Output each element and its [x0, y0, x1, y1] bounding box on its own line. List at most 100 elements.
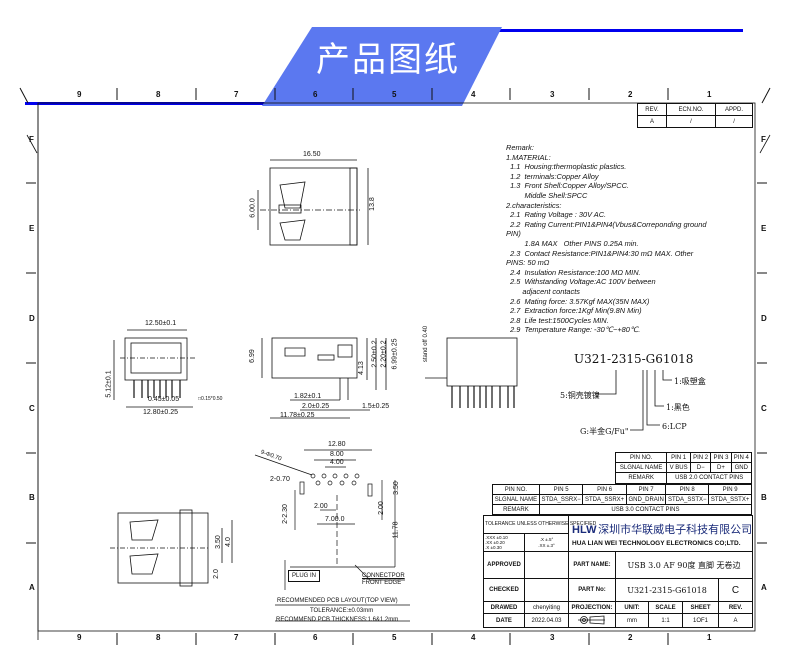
dim-bottom-c: 2.0	[212, 569, 220, 579]
signal-name-label: SLGNAL NAME	[492, 494, 540, 505]
ecn-header: ECN.NO.	[665, 103, 717, 116]
column-label-2: 2	[628, 90, 633, 99]
column-label-9-bottom: 9	[77, 633, 82, 642]
column-label-8-bottom: 8	[156, 633, 161, 642]
drawed-label: DRAWED	[483, 601, 525, 614]
part-no-value: U321-2315-G61018	[615, 578, 720, 602]
column-label-5-bottom: 5	[392, 633, 397, 642]
remark-line: Remark:	[506, 143, 534, 152]
tol-angle: .XX ±.3°	[538, 542, 555, 548]
column-label-1: 1	[707, 90, 712, 99]
column-label-4: 4	[471, 90, 476, 99]
remark-line: 2.9 Temperature Range: -30℃~+80℃.	[506, 325, 641, 335]
remark-line: 2.4 Insulation Resistance:100 MΩ MIN.	[506, 267, 641, 277]
pcb-tolerance: TOLERANCE:±0.03mm	[310, 608, 374, 614]
scale-value: 1:1	[648, 613, 684, 628]
appd-value: /	[715, 115, 753, 128]
dim-front-pitch: 0.45±0.05	[148, 396, 180, 403]
dim-pcb-200: 2.00	[377, 501, 385, 515]
dim-pcb-4: 4.00	[330, 459, 344, 466]
pcb-layout-title: RECOMMENDED PCB LAYOUT(TOP VIEW)	[277, 598, 398, 604]
remark-line: 1.MATERIAL:	[506, 152, 551, 162]
dim-side-g: 1.5±0.25	[362, 403, 390, 410]
dim-side-a: 4.13	[357, 361, 365, 375]
part-no-label: PART No:	[568, 578, 617, 602]
row-label-f-right: F	[761, 135, 766, 144]
dim-front-pin: □0.15*0.50	[198, 396, 223, 402]
part-code-note-shell: 5:铜壳镀镍	[560, 391, 600, 400]
remark-line: adjacent contacts	[506, 286, 580, 296]
dim-top-pitch: 6.00.0	[249, 198, 257, 218]
signal-cell: STDA_SSTX−	[665, 494, 710, 505]
row-label-d-right: D	[761, 314, 767, 323]
remark-line: PINS: 50 mΩ	[506, 258, 550, 268]
unit-value: mm	[615, 613, 650, 628]
dim-side-b: 2.50±0.2	[371, 340, 379, 368]
part-name-label: PART NAME:	[568, 551, 617, 579]
row-label-a-right: A	[761, 583, 767, 592]
company-name-en: HUA LIAN WEI TECHNOLOGY ELECTRONICS CO;L…	[572, 539, 741, 547]
pin-cell: PIN 1	[666, 452, 691, 463]
dim-front-bottom: 12.80±0.25	[143, 409, 178, 416]
signal-cell: STDA_SSRX−	[538, 494, 584, 505]
part-code-note-package: 1:吸塑盒	[674, 377, 706, 386]
dim-pcb-slot: 2-0.70	[270, 476, 290, 483]
row-label-c-right: C	[761, 404, 767, 413]
appd-header: APPD.	[715, 103, 753, 116]
remark-line: 1.3 Front Shell:Copper Alloy/SPCC.	[506, 181, 629, 191]
signal-cell: GND	[730, 462, 753, 473]
pin-no-label: PIN NO.	[614, 452, 668, 463]
approved-label: APPROVED	[483, 551, 525, 579]
row-label-f: F	[29, 135, 34, 144]
remark-line: PIN)	[506, 229, 521, 239]
row-label-b: B	[29, 493, 35, 502]
pin-cell: PIN 4	[730, 452, 753, 463]
signal-cell: STDA_SSTX+	[708, 494, 752, 505]
dim-pcb-2: 2.00	[314, 503, 328, 510]
remark-line: 2.7 Extraction force:1Kgf Min(9.8N Min)	[506, 306, 642, 316]
pin-cell: PIN 9	[708, 484, 752, 495]
dim-side-h: 11.78±0.25	[280, 412, 315, 419]
column-label-6: 6	[313, 90, 318, 99]
dim-front-width: 12.50±0.1	[145, 320, 177, 327]
plug-in-label: PLUG IN	[288, 570, 321, 582]
company-name-cn: 深圳市华联威电子科技有限公司	[598, 522, 753, 536]
pin-cell: PIN 3	[710, 452, 732, 463]
unit-label: UNIT:	[615, 601, 650, 614]
remark-value: USB 2.0 CONTACT PINS	[666, 472, 752, 484]
remark-line: 2.8 Life test:1500Cycles MIN.	[506, 315, 609, 325]
checked-value	[523, 578, 570, 602]
column-label-6-bottom: 6	[313, 633, 318, 642]
date-value: 2022.04.03	[523, 613, 570, 628]
approved-value	[523, 551, 570, 579]
rev-header: REV.	[637, 103, 667, 116]
banner-title: 产品图纸	[316, 40, 460, 80]
pin-cell: PIN 6	[582, 484, 627, 495]
column-label-7: 7	[234, 90, 239, 99]
remark-line: 2.1 Rating Voltage : 30V AC.	[506, 210, 607, 220]
remark-line: 1.8A MAX Other PINS 0.25A min.	[506, 238, 639, 248]
pcb-thickness: RECOMMEND PCB THICKNESS:1.6&1.2mm	[276, 617, 399, 623]
pin-cell: PIN 8	[665, 484, 710, 495]
column-label-7-bottom: 7	[234, 633, 239, 642]
dim-pcb-1178: 11.78	[392, 521, 400, 539]
column-label-8: 8	[156, 90, 161, 99]
rev-value: A	[637, 115, 667, 128]
company-logo: HLW	[572, 523, 597, 536]
drawing-size: C	[718, 578, 754, 602]
row-label-d: D	[29, 314, 35, 323]
date-label: DATE	[483, 613, 525, 628]
dim-top-width: 16.50	[303, 151, 321, 158]
row-label-c: C	[29, 404, 35, 413]
title-block: TOLERANCE UNLESS OTHERWISE SPECIFIED HLW…	[482, 515, 754, 628]
tol-linear: .X ±0.30	[485, 545, 502, 550]
dim-pcb-7: 7.00.0	[325, 516, 345, 523]
dim-pcb-230: 2-2.30	[281, 504, 289, 524]
part-code-note-plating: G:半金G/Fu"	[580, 427, 629, 436]
signal-cell: V BUS	[666, 462, 691, 473]
remark-line: 2.5 Withstanding Voltage:AC 100V between	[506, 277, 656, 287]
dim-side-c: 2.20±0.2	[380, 340, 388, 368]
column-label-1-bottom: 1	[707, 633, 712, 642]
